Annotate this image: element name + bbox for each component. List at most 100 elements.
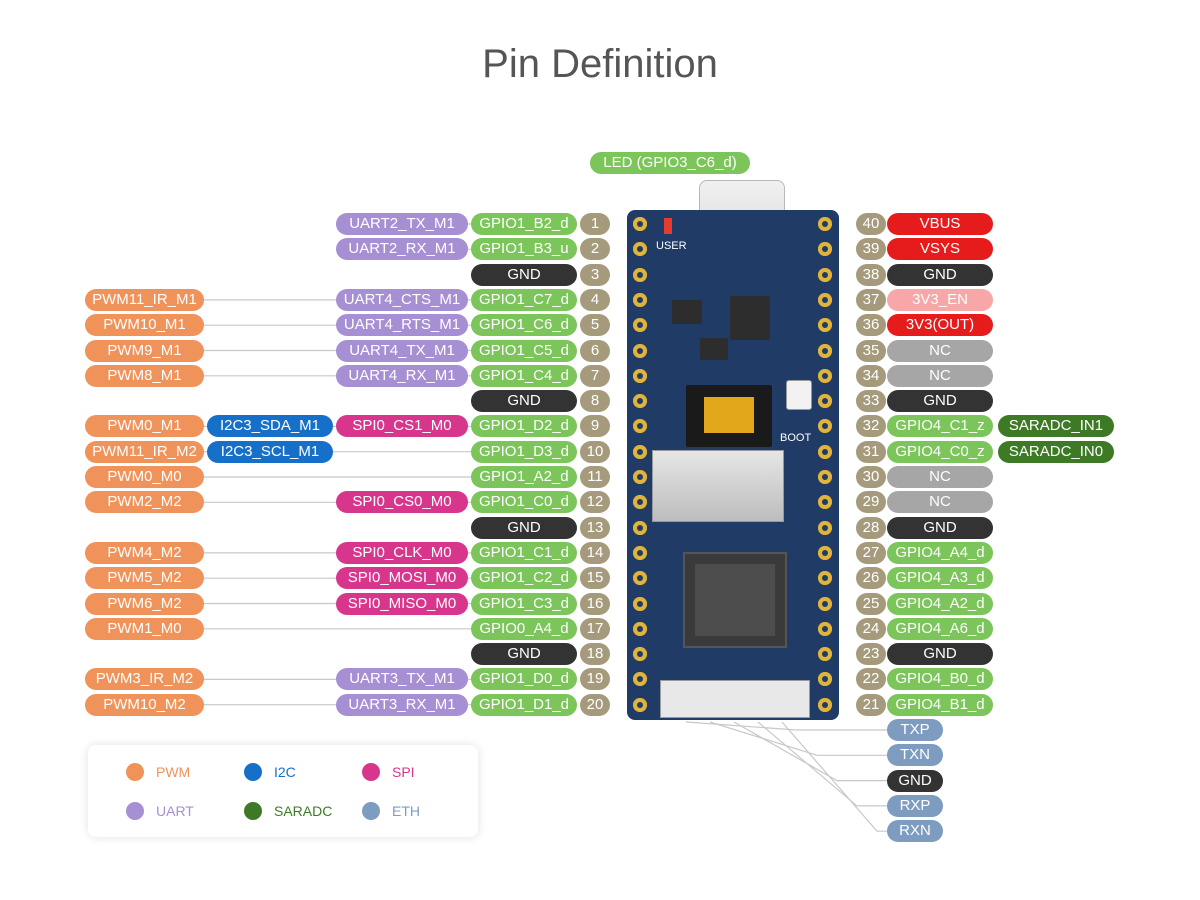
legend-swatch-i2c bbox=[244, 763, 262, 781]
legend-swatch-spi bbox=[362, 763, 380, 781]
boot-button bbox=[786, 380, 812, 410]
legend-label-i2c: I2C bbox=[274, 764, 296, 780]
gpio-label: GPIO4_A3_d bbox=[887, 567, 993, 590]
pin-number: 1 bbox=[580, 213, 610, 235]
legend-swatch-pwm bbox=[126, 763, 144, 781]
legend-swatch-saradc bbox=[244, 802, 262, 820]
pad-right bbox=[818, 394, 832, 409]
flash-chip bbox=[686, 385, 772, 447]
pad-left bbox=[633, 444, 647, 459]
gpio-label: GPIO1_C2_d bbox=[471, 567, 577, 590]
pad-left bbox=[633, 419, 647, 434]
pad-left bbox=[633, 596, 647, 611]
pad-right bbox=[818, 621, 832, 636]
pwm-label: PWM0_M1 bbox=[85, 415, 204, 438]
pin-number: 2 bbox=[580, 238, 610, 261]
pad-left bbox=[633, 267, 647, 282]
gpio-label: GPIO1_D1_d bbox=[471, 693, 577, 716]
pin-number: 11 bbox=[580, 466, 610, 488]
spi-label: SPI0_MISO_M0 bbox=[336, 592, 468, 615]
pin-number: 21 bbox=[856, 693, 886, 716]
pad-right bbox=[818, 672, 832, 687]
pwm-label: PWM10_M1 bbox=[85, 314, 204, 337]
pin-number: 15 bbox=[580, 567, 610, 590]
pad-left bbox=[633, 672, 647, 687]
pad-right bbox=[818, 647, 832, 662]
pwm-label: PWM3_IR_M2 bbox=[85, 668, 204, 691]
pin-number: 29 bbox=[856, 491, 886, 514]
pad-left bbox=[633, 545, 647, 560]
pin-number: 8 bbox=[580, 390, 610, 413]
power-label: NC bbox=[887, 466, 993, 488]
gpio-label: GPIO1_A2_d bbox=[471, 466, 577, 488]
user-led bbox=[664, 218, 672, 234]
pwm-label: PWM4_M2 bbox=[85, 541, 204, 564]
pad-right bbox=[818, 292, 832, 307]
gpio-label: GPIO1_C3_d bbox=[471, 592, 577, 615]
pin-number: 4 bbox=[580, 288, 610, 311]
spi-label: SPI0_CLK_M0 bbox=[336, 541, 468, 564]
gnd-label: GND bbox=[887, 769, 943, 792]
pad-right bbox=[818, 343, 832, 358]
uart-label: UART4_CTS_M1 bbox=[336, 288, 468, 311]
legend-swatch-uart bbox=[126, 802, 144, 820]
uart-label: UART4_RX_M1 bbox=[336, 364, 468, 387]
gpio-label: GPIO1_C4_d bbox=[471, 364, 577, 387]
eth-connector-line bbox=[781, 721, 887, 832]
gpio-label: GPIO1_C0_d bbox=[471, 491, 577, 514]
pwm-label: PWM5_M2 bbox=[85, 567, 204, 590]
user-label: USER bbox=[656, 240, 687, 252]
uart-label: UART2_RX_M1 bbox=[336, 238, 468, 261]
pad-right bbox=[818, 419, 832, 434]
pad-right bbox=[818, 495, 832, 510]
pad-right bbox=[818, 318, 832, 333]
led-label: LED (GPIO3_C6_d) bbox=[590, 152, 750, 174]
spi-label: SPI0_CS0_M0 bbox=[336, 491, 468, 514]
pin-number: 24 bbox=[856, 617, 886, 640]
gpio-label: GPIO4_B0_d bbox=[887, 668, 993, 691]
gpio-label: GPIO1_C7_d bbox=[471, 288, 577, 311]
pad-right bbox=[818, 520, 832, 535]
power-label: NC bbox=[887, 491, 993, 514]
pin-number: 37 bbox=[856, 288, 886, 311]
pin-number: 3 bbox=[580, 263, 610, 286]
gnd-label: GND bbox=[887, 390, 993, 413]
pwm-label: PWM6_M2 bbox=[85, 592, 204, 615]
gnd-label: GND bbox=[887, 643, 993, 666]
pin-number: 16 bbox=[580, 592, 610, 615]
gpio-label: GPIO1_C5_d bbox=[471, 339, 577, 362]
gpio-label: GPIO4_C1_z bbox=[887, 415, 993, 438]
legend-label-saradc: SARADC bbox=[274, 803, 333, 819]
pad-right bbox=[818, 545, 832, 560]
eth-connector-line bbox=[685, 721, 887, 731]
power-label: NC bbox=[887, 339, 993, 362]
pin-number: 17 bbox=[580, 617, 610, 640]
ethernet-connector bbox=[660, 680, 810, 718]
gpio-label: GPIO4_B1_d bbox=[887, 693, 993, 716]
i2c-label: I2C3_SCL_M1 bbox=[207, 440, 333, 463]
saradc-label: SARADC_IN0 bbox=[998, 440, 1114, 463]
pin-number: 14 bbox=[580, 541, 610, 564]
pad-left bbox=[633, 292, 647, 307]
gnd-label: GND bbox=[887, 516, 993, 539]
gpio-label: GPIO1_B3_u bbox=[471, 238, 577, 261]
eth-label: TXN bbox=[887, 744, 943, 767]
pad-left bbox=[633, 368, 647, 383]
pin-number: 13 bbox=[580, 516, 610, 539]
saradc-label: SARADC_IN1 bbox=[998, 415, 1114, 438]
gpio-label: GPIO4_A6_d bbox=[887, 617, 993, 640]
pad-right bbox=[818, 571, 832, 586]
uart-label: UART3_TX_M1 bbox=[336, 668, 468, 691]
pwm-label: PWM9_M1 bbox=[85, 339, 204, 362]
legend-label-pwm: PWM bbox=[156, 764, 191, 780]
pin-number: 19 bbox=[580, 668, 610, 691]
pin-number: 25 bbox=[856, 592, 886, 615]
legend-label-eth: ETH bbox=[392, 803, 420, 819]
eth-label: RXN bbox=[887, 820, 943, 843]
pad-left bbox=[633, 470, 647, 484]
gpio-label: GPIO1_C1_d bbox=[471, 541, 577, 564]
spi-label: SPI0_MOSI_M0 bbox=[336, 567, 468, 590]
pad-left bbox=[633, 217, 647, 231]
pad-left bbox=[633, 343, 647, 358]
pad-left bbox=[633, 495, 647, 510]
